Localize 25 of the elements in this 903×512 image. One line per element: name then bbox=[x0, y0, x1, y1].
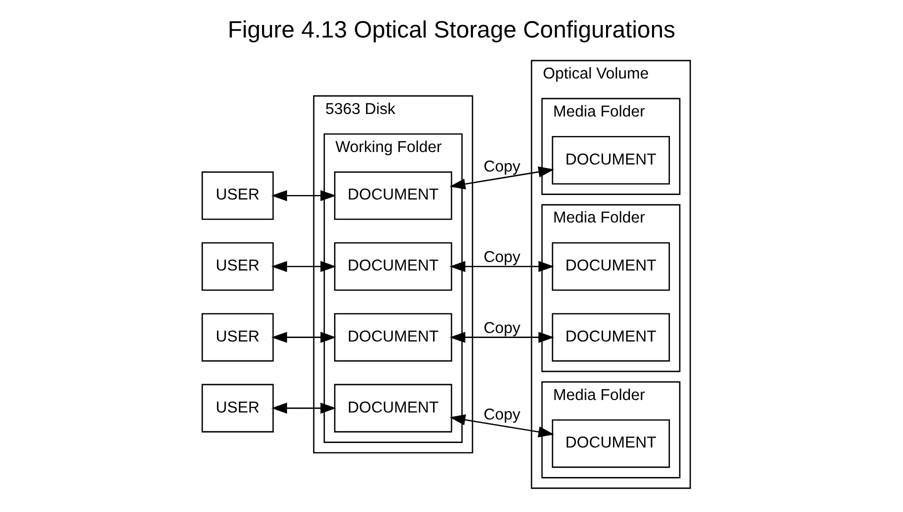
node-box: DOCUMENT bbox=[334, 313, 452, 362]
node-box: USER bbox=[202, 384, 274, 432]
node-box: DOCUMENT bbox=[334, 171, 452, 220]
arrow bbox=[271, 402, 336, 414]
arrow bbox=[271, 260, 336, 272]
edge-label: Copy bbox=[484, 406, 520, 424]
arrow bbox=[450, 414, 554, 438]
diagram-title: Figure 4.13 Optical Storage Configurations bbox=[228, 17, 676, 44]
node-box: USER bbox=[202, 171, 274, 220]
edge-label: Copy bbox=[484, 249, 520, 266]
arrow bbox=[450, 332, 554, 343]
node-box: DOCUMENT bbox=[552, 419, 670, 468]
node-box: DOCUMENT bbox=[552, 136, 670, 184]
node-box: DOCUMENT bbox=[334, 384, 452, 432]
edge-label: Copy bbox=[484, 320, 520, 337]
node-box: DOCUMENT bbox=[334, 242, 452, 291]
arrow bbox=[450, 166, 554, 190]
arrow bbox=[271, 190, 336, 202]
arrow bbox=[450, 260, 554, 272]
edge-label: Copy bbox=[484, 158, 520, 176]
node-box: DOCUMENT bbox=[552, 313, 670, 362]
node-box: DOCUMENT bbox=[552, 242, 670, 291]
node-box: USER bbox=[202, 313, 274, 362]
node-box: USER bbox=[202, 242, 274, 291]
arrow bbox=[271, 332, 336, 343]
